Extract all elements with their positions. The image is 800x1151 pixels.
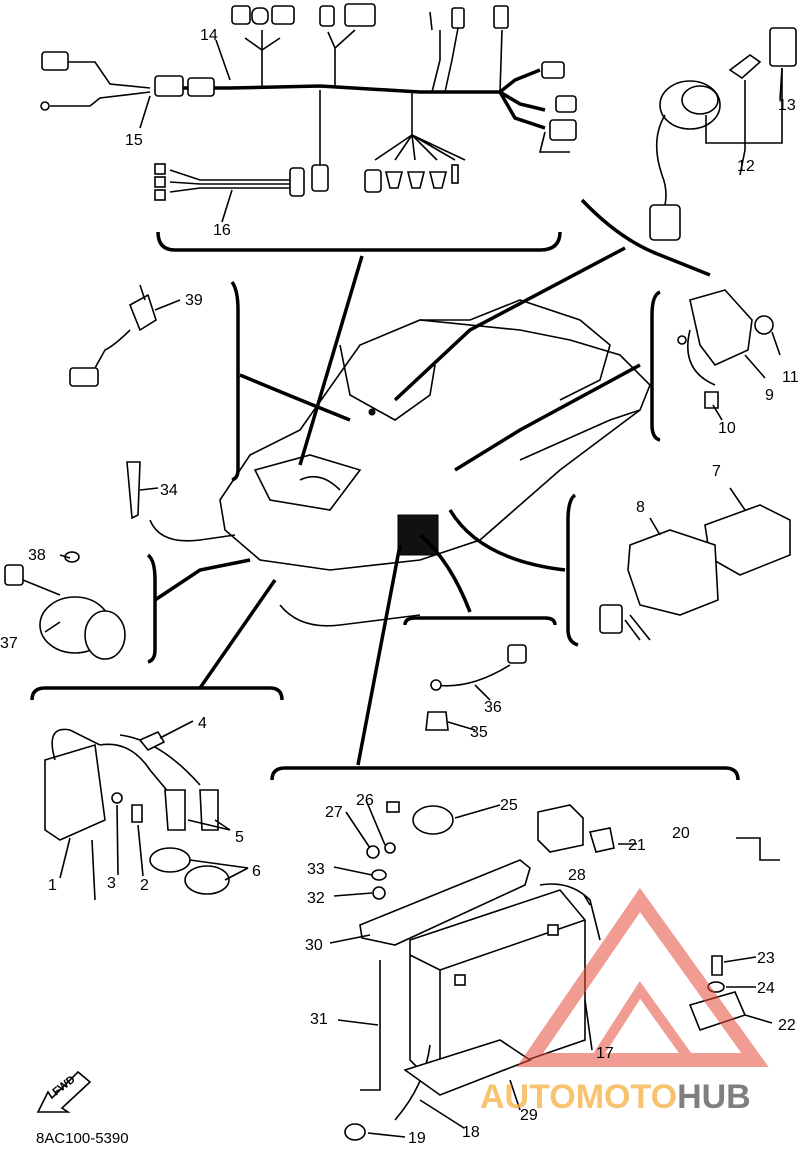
callout-16: 16 xyxy=(213,222,231,239)
watermark-text: AUTOMOTOHUB xyxy=(480,1078,751,1116)
callout-13: 13 xyxy=(778,97,796,114)
callout-5: 5 xyxy=(235,829,244,846)
wire-harness-group xyxy=(40,3,577,252)
callout-3: 3 xyxy=(107,875,116,892)
callout-leaders xyxy=(44,39,783,1138)
watermark-part-a: AUTOMOTO xyxy=(480,1078,677,1116)
callout-15: 15 xyxy=(125,132,143,149)
callout-14: 14 xyxy=(200,27,218,44)
callout-1: 1 xyxy=(48,877,57,894)
callout-9: 9 xyxy=(765,387,774,404)
callout-30: 30 xyxy=(305,937,323,954)
callout-2: 2 xyxy=(140,877,149,894)
sensor-35-36-group xyxy=(403,616,557,731)
callout-36: 36 xyxy=(484,699,502,716)
callout-10: 10 xyxy=(718,420,736,437)
callout-17: 17 xyxy=(596,1045,614,1062)
ignition-coil-group xyxy=(30,686,284,901)
tie-strap-34 xyxy=(126,461,141,520)
callout-7: 7 xyxy=(712,463,721,480)
cdi-unit-9-group xyxy=(650,289,774,442)
callout-19: 19 xyxy=(408,1130,426,1147)
callout-24: 24 xyxy=(757,980,775,997)
callout-22: 22 xyxy=(778,1017,796,1034)
leader-lines xyxy=(154,246,641,766)
callout-31: 31 xyxy=(310,1011,328,1028)
callout-18: 18 xyxy=(462,1124,480,1141)
callout-6: 6 xyxy=(252,863,261,880)
callout-33: 33 xyxy=(307,861,325,878)
snowmobile-body xyxy=(149,299,651,627)
callout-12: 12 xyxy=(737,158,755,175)
callout-32: 32 xyxy=(307,890,325,907)
fwd-arrow-icon: FWD xyxy=(36,1070,92,1113)
callout-26: 26 xyxy=(356,792,374,809)
callout-35: 35 xyxy=(470,724,488,741)
callout-11: 11 xyxy=(782,369,799,386)
callout-23: 23 xyxy=(757,950,775,967)
svg-text:AUTOMOTOHUB: AUTOMOTOHUB xyxy=(480,1078,751,1116)
callout-8: 8 xyxy=(636,499,645,516)
callout-37: 37 xyxy=(0,635,18,652)
watermark-logo xyxy=(516,887,769,1067)
callout-29: 29 xyxy=(520,1107,538,1124)
main-switch-group xyxy=(580,27,797,277)
diagram-code: 8AC100-5390 xyxy=(36,1130,129,1147)
callout-20: 20 xyxy=(672,825,690,842)
callout-34: 34 xyxy=(160,482,178,499)
callout-38: 38 xyxy=(28,547,46,564)
motor-37-group xyxy=(4,551,157,664)
callout-25: 25 xyxy=(500,797,518,814)
callout-39: 39 xyxy=(185,292,203,309)
callout-21: 21 xyxy=(628,837,646,854)
switch-39-group xyxy=(69,280,240,482)
watermark-part-b: HUB xyxy=(677,1078,751,1116)
callout-28: 28 xyxy=(568,867,586,884)
rectifier-7-8-group xyxy=(566,493,791,647)
callout-4: 4 xyxy=(198,715,207,732)
callout-27: 27 xyxy=(325,804,343,821)
